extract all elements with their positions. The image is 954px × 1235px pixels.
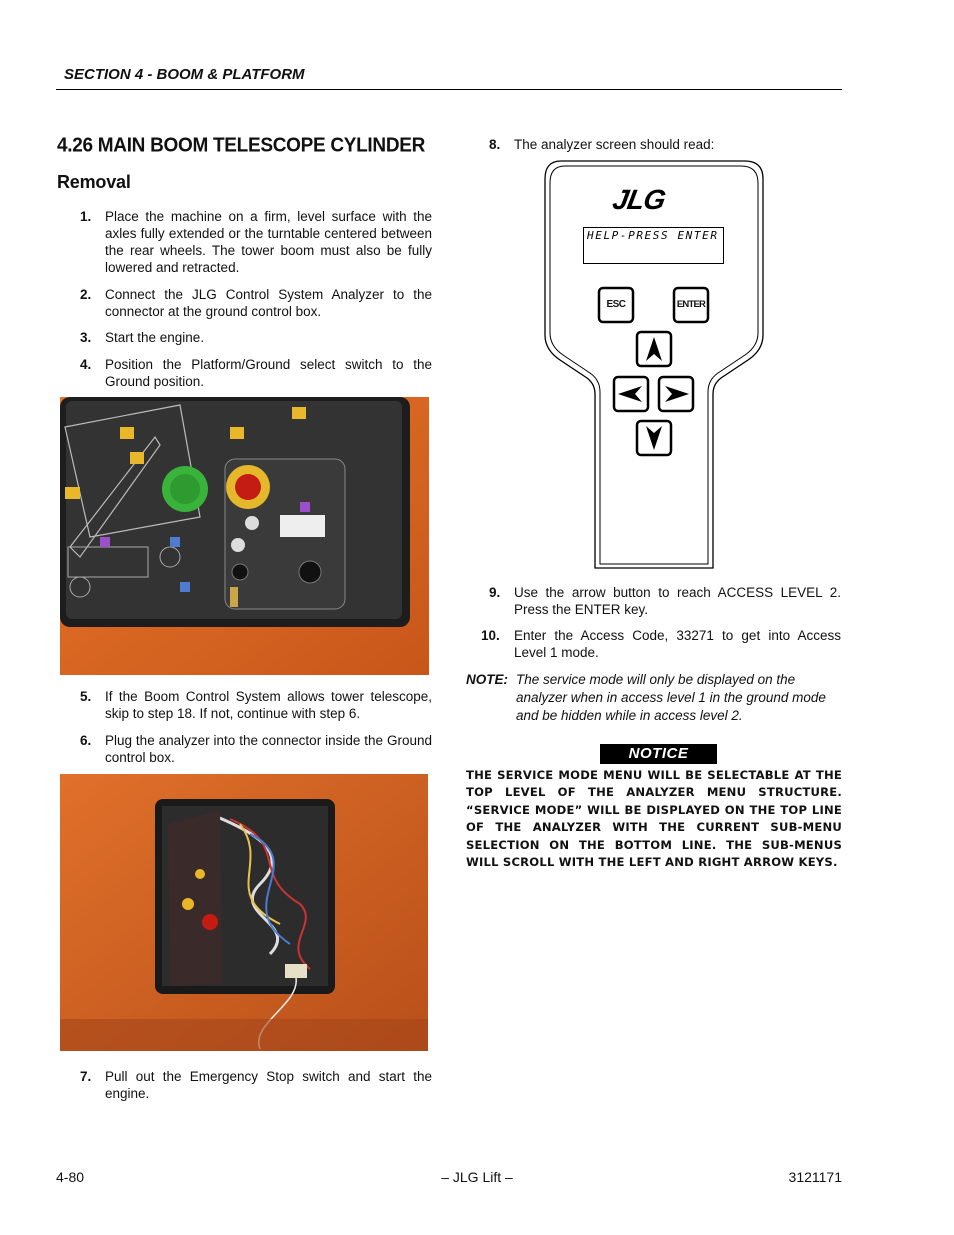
step-number: 9. — [489, 585, 501, 600]
step-number: 7. — [80, 1069, 92, 1084]
footer-page-number: 4-80 — [56, 1169, 85, 1185]
header-rule — [56, 89, 842, 90]
step-text: Use the arrow button to reach ACCESS LEV… — [514, 585, 841, 617]
step-number: 4. — [80, 357, 92, 372]
esc-button — [597, 286, 635, 324]
step-text: Enter the Access Code, 33271 to get into… — [514, 628, 841, 660]
ground-control-panel-photo — [60, 397, 429, 675]
section-header: SECTION 4 - BOOM & PLATFORM — [64, 66, 305, 83]
step-number: 8. — [489, 137, 501, 152]
step-number: 6. — [80, 733, 92, 748]
step-text: The analyzer screen should read: — [514, 137, 715, 152]
arrow-right-icon — [657, 375, 695, 413]
step-number: 2. — [80, 287, 92, 302]
step-number: 10. — [481, 628, 500, 643]
step-number: 3. — [80, 330, 92, 345]
jlg-logo: JLG — [610, 184, 668, 215]
screen-text: HELP-PRESS ENTER — [587, 229, 719, 242]
open-control-box-photo — [60, 774, 428, 1051]
notice-badge: NOTICE — [600, 744, 717, 764]
note-label: NOTE: — [466, 672, 508, 687]
section-subtitle: Removal — [57, 172, 131, 192]
enter-button — [672, 286, 710, 324]
footer-doc-number: 3121171 — [788, 1169, 842, 1185]
analyzer-screen: HELP-PRESS ENTER — [583, 227, 724, 264]
page-title: 4.26 MAIN BOOM TELESCOPE CYLINDER — [57, 134, 426, 157]
step-number: 5. — [80, 689, 92, 704]
note-text: The service mode will only be displayed … — [516, 672, 826, 723]
arrow-up-icon — [635, 330, 673, 368]
step-text: If the Boom Control System allows tower … — [105, 689, 432, 721]
arrow-down-icon — [635, 419, 673, 457]
step-text: Pull out the Emergency Stop switch and s… — [105, 1069, 432, 1101]
arrow-left-icon — [612, 375, 650, 413]
footer-center: – JLG Lift – — [441, 1169, 513, 1185]
esc-label: ESC — [606, 299, 626, 310]
enter-label: ENTER — [676, 299, 706, 310]
step-number: 1. — [80, 209, 92, 224]
step-text: Place the machine on a firm, level surfa… — [105, 209, 432, 275]
analyzer-illustration: JLG HELP-PRESS ENTER ESC ENTER — [543, 160, 765, 577]
step-text: Connect the JLG Control System Analyzer … — [105, 287, 432, 319]
notice-text: THE SERVICE MODE MENU WILL BE SELECTABLE… — [466, 768, 842, 870]
step-text: Position the Platform/Ground select swit… — [105, 357, 432, 389]
step-text: Plug the analyzer into the connector ins… — [105, 733, 432, 765]
step-text: Start the engine. — [105, 330, 205, 345]
